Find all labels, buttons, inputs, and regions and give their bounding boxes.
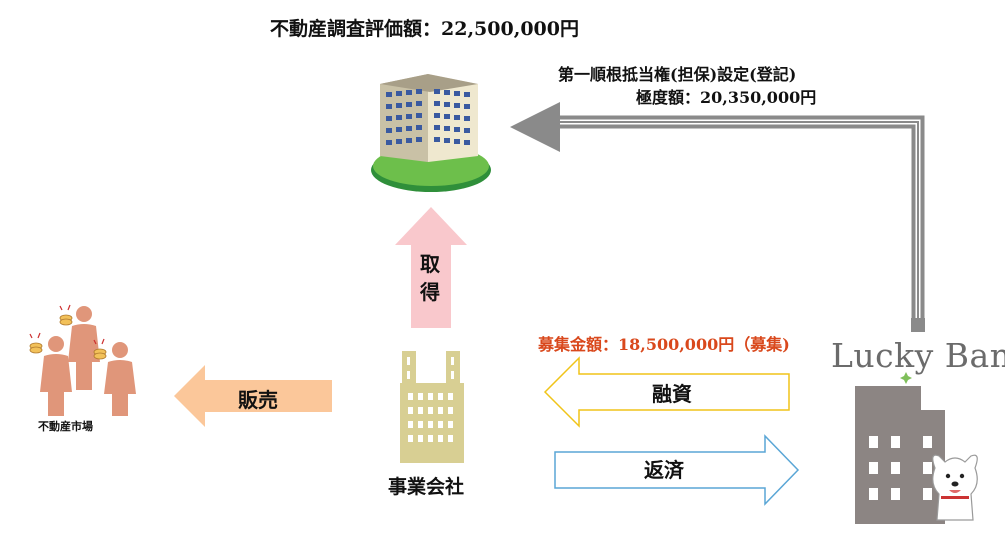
market-label: 不動産市場 [38,420,93,433]
fundraising-amount-label: 募集金額：18,500,000円（募集) [538,335,790,354]
repayment-label: 返済 [644,458,684,482]
acquisition-label: 取 得 [418,250,442,306]
property-building-icon [371,74,491,192]
dog-mascot-icon [932,454,978,521]
appraisal-value-label: 不動産調査評価額：22,500,000円 [270,18,579,40]
acquisition-char-2: 得 [420,280,440,304]
company-label: 事業会社 [388,476,465,498]
loan-arrow [543,356,790,428]
sale-arrow [174,365,332,427]
mortgage-title-label: 第一順根抵当権(担保)設定(登記) [558,65,797,84]
sale-label: 販売 [238,388,278,412]
lucky-bank-logo: Lucky Bank [831,336,1005,375]
loan-label: 融資 [652,382,692,406]
market-people-icon [29,304,136,416]
acquisition-char-1: 取 [420,252,440,276]
mortgage-limit-label: 極度額：20,350,000円 [636,88,817,107]
company-building-icon [400,351,464,463]
bank-building-icon [855,372,978,524]
repayment-arrow [554,434,800,506]
acquisition-arrow [395,207,467,328]
